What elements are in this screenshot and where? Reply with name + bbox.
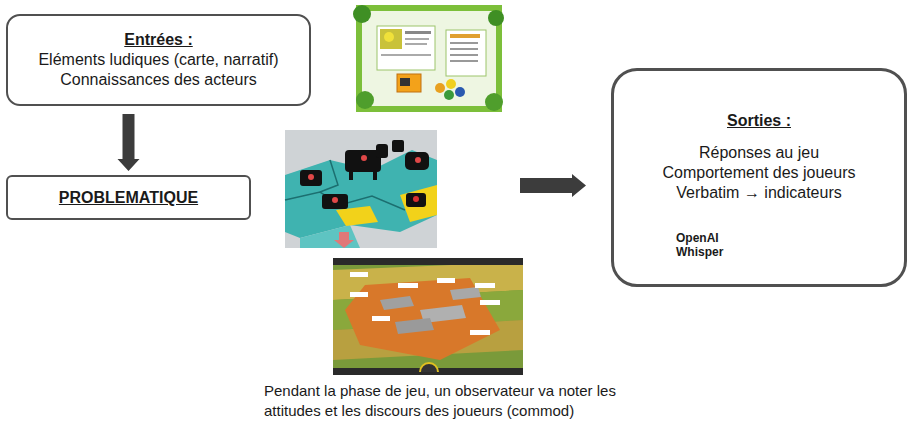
flow-connector <box>118 114 140 171</box>
problem-box: PROBLEMATIQUE <box>6 175 251 220</box>
card-game-picture <box>353 5 504 112</box>
heading: Entrées : <box>124 30 192 50</box>
heading: Sorties : <box>727 111 791 131</box>
logo-text: OpenAI Whisper <box>676 231 736 259</box>
output-box: Sorties : Réponses au jeu Comportement de… <box>611 68 907 287</box>
input-box: Entrées :Eléments ludiques (carte, narra… <box>6 14 311 106</box>
flow-arrow <box>520 174 586 197</box>
note-text: Pendant la phase de jeu, un observateur … <box>264 381 669 421</box>
farm-screenshot <box>333 258 523 375</box>
board-game-picture <box>285 130 437 248</box>
body-text: Réponses au jeu Comportement des joueurs… <box>657 143 862 203</box>
heading: PROBLEMATIQUE <box>59 188 198 208</box>
body-text: Eléments ludiques (carte, narratif) Conn… <box>15 50 303 90</box>
